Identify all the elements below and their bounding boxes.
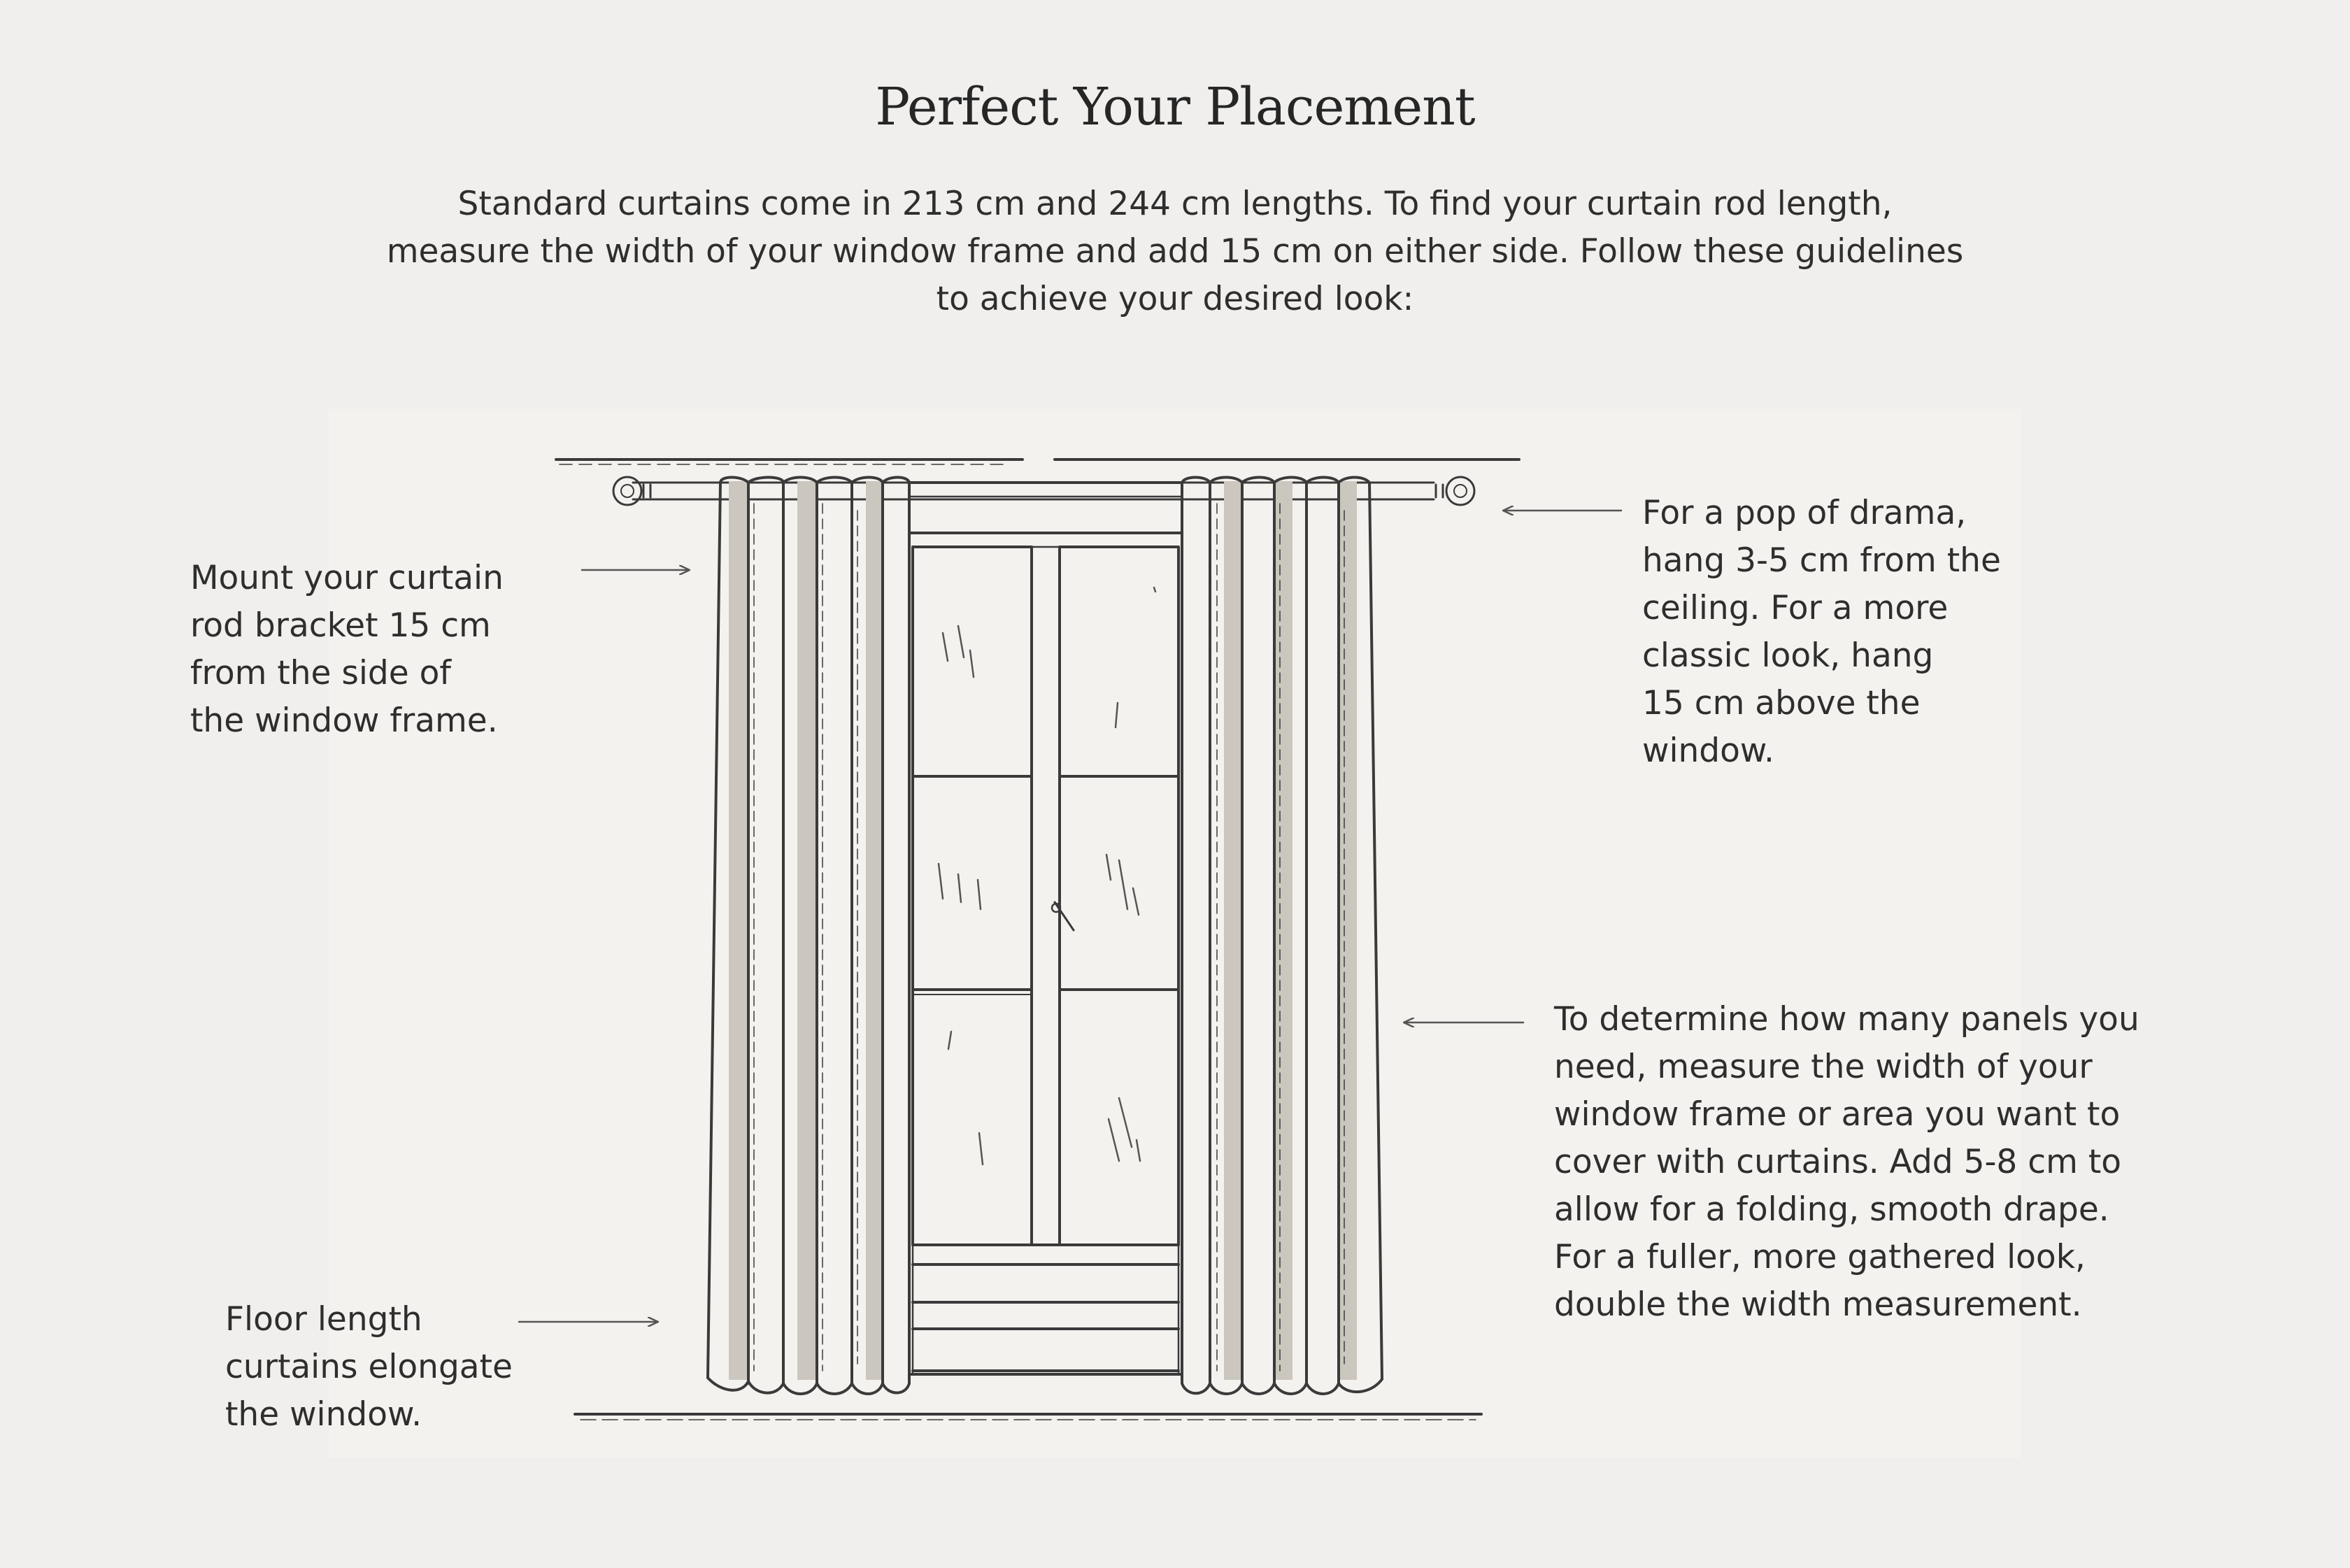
note-line: the window frame. <box>190 701 498 740</box>
note-line: classic look, hang <box>1642 636 1934 675</box>
intro-line: Standard curtains come in 213 cm and 244… <box>457 185 1893 223</box>
note-line: rod bracket 15 cm <box>190 606 491 645</box>
intro-line: measure the width of your window frame a… <box>386 232 1964 271</box>
right-curtain <box>1181 476 1383 1395</box>
note-line: double the width measurement. <box>1554 1285 2082 1324</box>
intro-line: to achieve your desired look: <box>936 280 1414 318</box>
window-frame <box>908 481 1183 1376</box>
floor-length-note: Floor length curtains elongate the windo… <box>225 1296 513 1439</box>
glass-reflections <box>937 586 1157 1166</box>
note-line: ceiling. For a more <box>1642 589 1949 627</box>
note-line: need, measure the width of your <box>1554 1048 2093 1086</box>
note-line: window. <box>1642 732 1774 770</box>
note-line: hang 3-5 cm from the <box>1642 541 2001 580</box>
note-line: the window. <box>225 1395 422 1434</box>
drama-note: For a pop of drama, hang 3-5 cm from the… <box>1642 490 2001 775</box>
window-sashes <box>911 546 1180 1246</box>
note-line: curtains elongate <box>225 1348 513 1386</box>
annotation-arrows <box>518 511 1623 1322</box>
note-line: window frame or area you want to <box>1554 1095 2121 1134</box>
note-line: allow for a folding, smooth drape. <box>1554 1190 2109 1229</box>
note-line: For a pop of drama, <box>1642 494 1967 532</box>
note-line: To determine how many panels you <box>1554 1000 2139 1039</box>
bracket-note: Mount your curtain rod bracket 15 cm fro… <box>190 555 504 745</box>
intro-text: Standard curtains come in 213 cm and 244… <box>336 180 2014 323</box>
illustration-panel <box>329 409 2021 1458</box>
note-line: 15 cm above the <box>1642 684 1921 722</box>
page-title: Perfect Your Placement <box>875 77 1475 137</box>
note-line: from the side of <box>190 654 451 692</box>
panels-note: To determine how many panels you need, m… <box>1554 996 2139 1329</box>
note-line: Floor length <box>225 1300 422 1339</box>
note-line: cover with curtains. Add 5-8 cm to <box>1554 1143 2122 1181</box>
floor-line <box>574 1413 1483 1420</box>
ceiling-line <box>555 458 1521 465</box>
left-curtain <box>706 476 911 1395</box>
note-line: Mount your curtain <box>190 559 504 597</box>
note-line: For a fuller, more gathered look, <box>1554 1238 2086 1276</box>
